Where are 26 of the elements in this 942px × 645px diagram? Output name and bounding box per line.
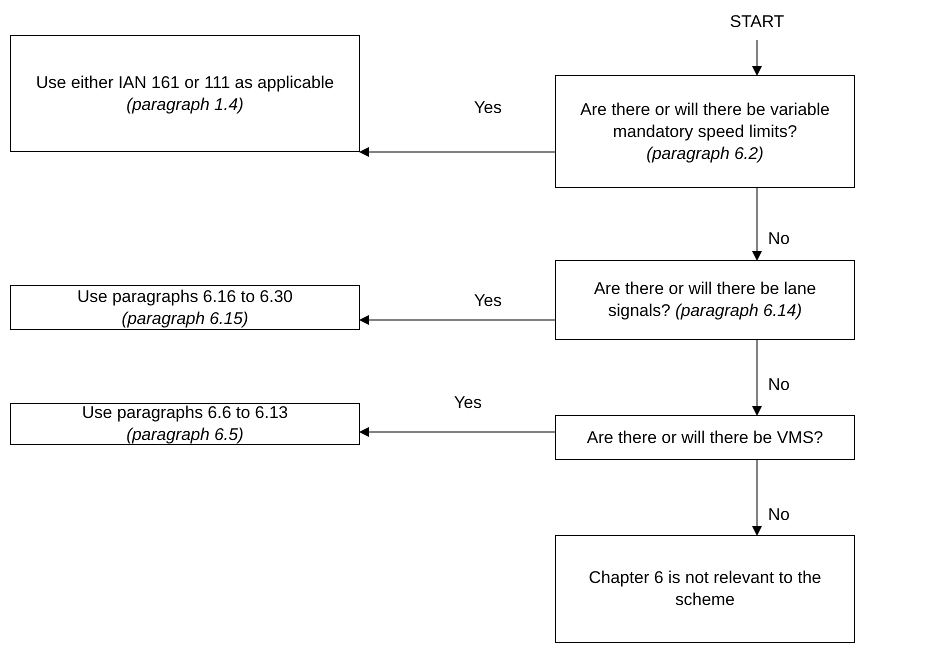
paragraph-reference: (paragraph 6.15)	[122, 308, 248, 330]
box-text: Use paragraphs 6.6 to 6.13	[82, 402, 288, 424]
process-box	[555, 75, 855, 188]
arrow	[359, 315, 556, 325]
process-box	[555, 535, 855, 643]
box-text: Use paragraphs 6.16 to 6.30	[77, 286, 293, 308]
arrow	[752, 460, 762, 536]
arrow	[359, 147, 556, 157]
process-box	[555, 415, 855, 460]
box-text: Are there or will there be variable mandatory speed limits?	[579, 98, 831, 142]
paragraph-reference: (paragraph 6.2)	[646, 142, 764, 164]
start-label: START	[717, 8, 797, 36]
process-box	[10, 285, 360, 330]
box-text: Chapter 6 is not relevant to the scheme	[588, 567, 822, 611]
process-box	[10, 35, 360, 152]
arrow	[752, 40, 762, 76]
box-text: Are there or will there be lane signals? (paragraph 6.14)	[592, 278, 818, 322]
process-box	[555, 260, 855, 340]
arrow	[752, 340, 762, 416]
box-text: Use either IAN 161 or 111 as applicable	[36, 72, 334, 94]
paragraph-reference: (paragraph 6.5)	[126, 424, 244, 446]
paragraph-reference: (paragraph 1.4)	[126, 94, 244, 116]
arrow	[359, 427, 556, 437]
box-text: Are there or will there be VMS?	[586, 426, 824, 448]
arrow	[752, 188, 762, 261]
process-box	[10, 403, 360, 445]
